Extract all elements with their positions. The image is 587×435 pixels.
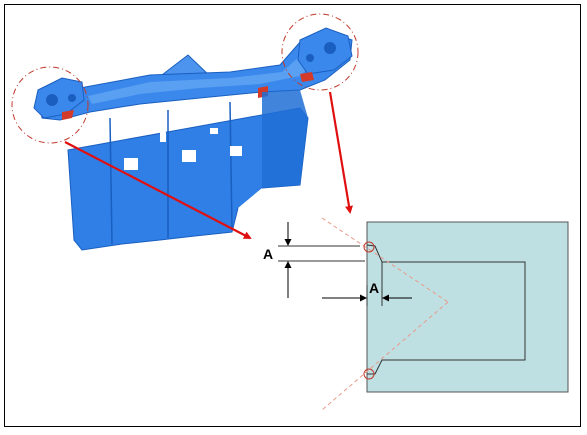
dashed-circle-icon [281,13,359,91]
bracket-part [11,13,359,251]
rib-3 [229,101,233,231]
diagram-frame [4,4,581,427]
corner-circle-icon [363,368,375,380]
left-ear-hole [46,94,58,106]
red-accent-left [62,110,74,120]
rib-1 [109,117,113,245]
window-5 [210,128,218,134]
left-ear [33,77,85,119]
arrow-icon [64,141,252,239]
right-ear-hole [324,42,336,54]
window-2 [182,150,196,162]
left-ear-hole-2 [68,94,76,102]
notch-profile [366,244,526,375]
bracket-arm-top [88,56,318,104]
detail-panel [366,221,569,393]
bracket-shadow [262,90,308,188]
detail-view: A A [263,217,569,411]
vertical-dimension-label: A [263,246,273,262]
right-ear-hole-2 [306,54,314,62]
window-4 [160,132,166,142]
dashed-circle-icon [11,66,89,144]
window-1 [124,158,138,170]
horizontal-dimension-label: A [369,280,379,296]
corner-circle-icon [363,241,375,253]
red-accent-right [300,72,314,82]
dashed-guide-upper [321,217,449,303]
bracket-notch [238,188,262,216]
arrow-icon [328,91,353,214]
window-3 [230,146,242,156]
